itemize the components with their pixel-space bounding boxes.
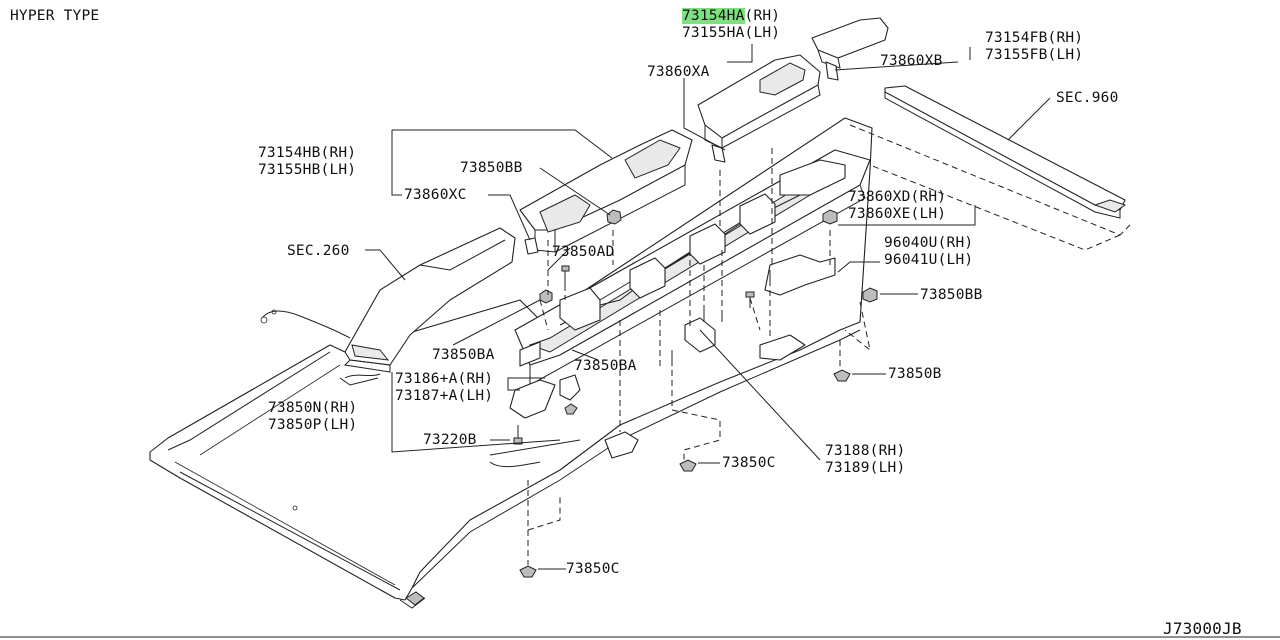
fasteners (513, 209, 878, 578)
callout-73154fb-rh[interactable]: 73154FB(RH) (985, 30, 1084, 46)
callout-73850ba-left[interactable]: 73850BA (432, 347, 495, 363)
callout-73860xd-rh[interactable]: 73860XD(RH) (848, 189, 947, 205)
base-rail (514, 149, 871, 386)
dashed-guides (527, 148, 871, 565)
diagram-title: HYPER TYPE (10, 8, 100, 24)
callout-73154ha-rh[interactable]: 73154HA(RH) (682, 8, 780, 25)
callout-73850n-rh[interactable]: 73850N(RH) (268, 400, 358, 416)
callout-73850ba-mid[interactable]: 73850BA (574, 358, 637, 374)
callout-73850c-mid[interactable]: 73850C (722, 455, 776, 471)
front-cap-far (811, 17, 889, 81)
leader-lines (365, 44, 1051, 570)
callout-73155fb-lh[interactable]: 73155FB(LH) (985, 47, 1084, 63)
callout-sec960[interactable]: SEC.960 (1056, 90, 1119, 106)
rear-cap (519, 129, 693, 255)
front-cap-upper (697, 54, 821, 163)
side-molding (260, 227, 516, 373)
callout-73850ad[interactable]: 73850AD (552, 244, 615, 260)
callout-73850bb-right[interactable]: 73850BB (920, 287, 983, 303)
callout-73189-lh[interactable]: 73189(LH) (825, 460, 906, 476)
callout-73860xa[interactable]: 73860XA (647, 64, 710, 80)
callout-73850p-lh[interactable]: 73850P(LH) (268, 417, 358, 433)
callout-73154hb-rh[interactable]: 73154HB(RH) (258, 145, 357, 161)
callout-73155ha-lh[interactable]: 73155HA(LH) (682, 25, 781, 41)
callout-73860xe-lh[interactable]: 73860XE(LH) (848, 206, 947, 222)
callout-73188-rh[interactable]: 73188(RH) (825, 443, 906, 459)
highlight-part-code[interactable]: 73154HA (682, 8, 745, 24)
callout-73220b[interactable]: 73220B (423, 432, 477, 448)
callout-96041u-lh[interactable]: 96041U(LH) (884, 252, 974, 268)
callout-73186a-rh[interactable]: 73186+A(RH) (395, 371, 494, 387)
callout-73155hb-lh[interactable]: 73155HB(LH) (258, 162, 357, 178)
rear-bar (849, 85, 1131, 251)
callout-73860xc[interactable]: 73860XC (404, 187, 467, 203)
callout-side: (RH) (744, 8, 781, 24)
callout-96040u-rh[interactable]: 96040U(RH) (884, 235, 974, 251)
drawing-code: J73000JB (1163, 619, 1242, 638)
callout-73187a-lh[interactable]: 73187+A(LH) (395, 388, 494, 404)
callout-sec260[interactable]: SEC.260 (287, 243, 350, 259)
callout-73850bb-top[interactable]: 73850BB (460, 160, 523, 176)
callout-73860xb[interactable]: 73860XB (880, 53, 943, 69)
callout-73850b[interactable]: 73850B (888, 366, 942, 382)
callout-73850c-bottom[interactable]: 73850C (566, 561, 620, 577)
